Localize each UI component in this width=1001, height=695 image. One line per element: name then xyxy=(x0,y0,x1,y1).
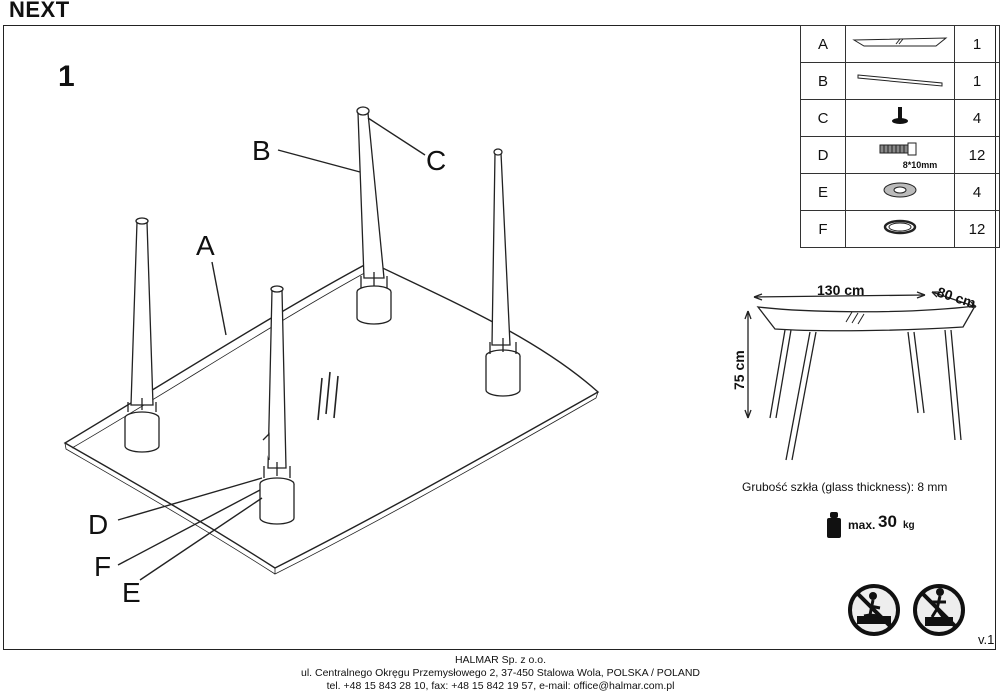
part-row: F 12 xyxy=(800,210,1000,248)
part-qty: 12 xyxy=(954,136,1000,174)
callout-c: C xyxy=(426,145,446,176)
glass-thickness-note: Grubość szkła (glass thickness): 8 mm xyxy=(742,480,948,494)
part-qty: 4 xyxy=(954,99,1000,137)
glass-top xyxy=(63,261,600,575)
footer-company: HALMAR Sp. z o.o. xyxy=(454,654,547,666)
callout-d: D xyxy=(88,509,108,540)
ring-icon xyxy=(845,210,955,248)
part-row: A 1 xyxy=(800,25,1000,63)
step-number: 1 xyxy=(58,60,75,93)
callout-f: F xyxy=(94,551,111,582)
leg-2 xyxy=(356,106,392,325)
leg-3 xyxy=(485,148,521,397)
table-dimension-view xyxy=(744,291,977,461)
part-qty: 12 xyxy=(954,210,1000,248)
callout-b: B xyxy=(252,135,271,166)
callout-leaders xyxy=(117,117,426,581)
washer-icon xyxy=(845,173,955,211)
part-row: D 8*10mm 12 xyxy=(800,136,1000,174)
part-letter: F xyxy=(800,210,846,248)
weight-icon xyxy=(827,512,841,538)
max-load-unit: kg xyxy=(903,520,915,531)
no-sitting-on-table-icon xyxy=(913,584,965,636)
document-title: NEXT xyxy=(9,0,70,22)
no-standing-on-table-icon xyxy=(848,584,900,636)
max-load-value: 30 xyxy=(878,512,897,531)
version-label: v.1 xyxy=(978,632,995,647)
part-row: E 4 xyxy=(800,173,1000,211)
leg-4 xyxy=(259,285,295,525)
part-letter: C xyxy=(800,99,846,137)
leg-1 xyxy=(124,217,160,453)
footer: HALMAR Sp. z o.o. ul. Centralnego Okręgu… xyxy=(0,654,1001,693)
max-load-label: max. xyxy=(848,518,876,532)
bolt-size-label: 8*10mm xyxy=(902,159,938,170)
part-letter: D xyxy=(800,136,846,174)
parts-table: A 1 B 1 C 4 D 8*10mm 12 E 4 F xyxy=(800,25,1000,248)
foot-cap-icon xyxy=(845,99,955,137)
part-qty: 1 xyxy=(954,62,1000,100)
callout-a: A xyxy=(196,230,215,261)
part-qty: 1 xyxy=(954,25,1000,63)
dimension-width: 80 cm xyxy=(935,284,978,311)
dimension-height: 75 cm xyxy=(731,350,747,390)
bolt-icon: 8*10mm xyxy=(845,136,955,174)
dimension-length: 130 cm xyxy=(817,282,864,298)
glass-top-icon xyxy=(845,25,955,63)
part-qty: 4 xyxy=(954,173,1000,211)
part-letter: A xyxy=(800,25,846,63)
leg-icon xyxy=(845,62,955,100)
footer-address: ul. Centralnego Okręgu Przemysłowego 2, … xyxy=(300,667,700,679)
part-row: C 4 xyxy=(800,99,1000,137)
part-letter: E xyxy=(800,173,846,211)
instruction-frame xyxy=(3,25,996,650)
part-letter: B xyxy=(800,62,846,100)
footer-contact: tel. +48 15 843 28 10, fax: +48 15 842 1… xyxy=(326,680,675,692)
callout-e: E xyxy=(122,577,141,608)
part-row: B 1 xyxy=(800,62,1000,100)
